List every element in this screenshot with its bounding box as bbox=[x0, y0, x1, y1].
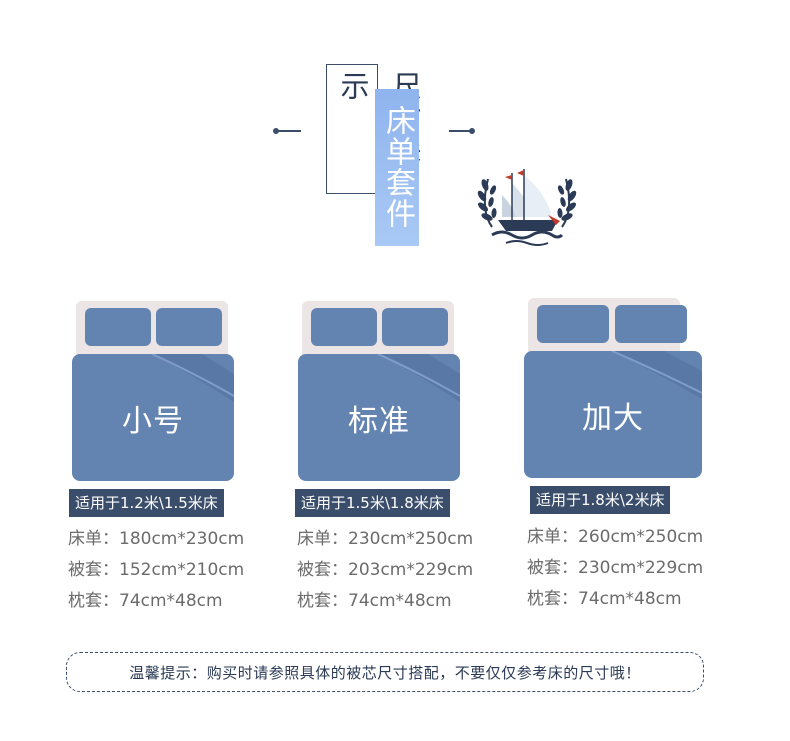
fit-badge: 适用于1.5米\1.8米床 bbox=[295, 489, 450, 517]
pillow-left bbox=[311, 308, 377, 346]
bed-standard: 标准 适用于1.5米\1.8米床 bbox=[295, 301, 464, 517]
pillow-right bbox=[615, 305, 687, 343]
size-label: 小号 bbox=[122, 403, 184, 439]
deco-line-right bbox=[449, 130, 473, 132]
blanket-fold bbox=[611, 351, 702, 399]
notice-box: 温馨提示：购买时请参照具体的被芯尺寸搭配，不要仅仅参考床的尺寸哦！ bbox=[66, 652, 704, 692]
spec-list-small: 床单：180cm*230cm 被套：152cm*210cm 枕套：74cm*48… bbox=[68, 524, 244, 617]
spec-duvet: 被套：152cm*210cm bbox=[68, 560, 245, 580]
pillow-left bbox=[537, 305, 609, 343]
spec-duvet: 被套：203cm*229cm bbox=[297, 560, 474, 580]
title-box-main: 尺寸展示 bbox=[326, 64, 422, 194]
pillow-left bbox=[85, 308, 151, 346]
spec-pillowcase: 枕套：74cm*48cm bbox=[527, 589, 682, 609]
spec-list-standard: 床单：230cm*250cm 被套：203cm*229cm 枕套：74cm*48… bbox=[297, 524, 473, 617]
title-sub: 床单套件 bbox=[380, 105, 415, 229]
pillow-right bbox=[156, 308, 222, 346]
deco-dot-right bbox=[469, 128, 475, 134]
deco-dot-left bbox=[273, 128, 279, 134]
spec-sheet: 床单：180cm*230cm bbox=[68, 529, 245, 549]
spec-duvet: 被套：230cm*229cm bbox=[527, 558, 704, 578]
spec-sheet: 床单：260cm*250cm bbox=[527, 527, 704, 547]
bed-large: 加大 适用于1.8米\2米床 bbox=[524, 298, 702, 514]
blanket-fold bbox=[377, 354, 460, 402]
spec-pillowcase: 枕套：74cm*48cm bbox=[297, 591, 452, 611]
sailing-ship-laurel-icon bbox=[477, 169, 577, 246]
notice-text: 温馨提示：购买时请参照具体的被芯尺寸搭配，不要仅仅参考床的尺寸哦！ bbox=[129, 663, 641, 682]
spec-pillowcase: 枕套：74cm*48cm bbox=[68, 591, 223, 611]
spec-list-large: 床单：260cm*250cm 被套：230cm*229cm 枕套：74cm*48… bbox=[527, 522, 703, 615]
fit-badge: 适用于1.2米\1.5米床 bbox=[69, 489, 224, 517]
title-box-sub: 床单套件 bbox=[375, 89, 419, 246]
bed-small: 小号 适用于1.2米\1.5米床 bbox=[69, 301, 238, 517]
blanket-fold bbox=[151, 354, 234, 402]
spec-sheet: 床单：230cm*250cm bbox=[297, 529, 474, 549]
fit-badge: 适用于1.8米\2米床 bbox=[530, 486, 671, 514]
size-label: 标准 bbox=[348, 403, 410, 439]
size-label: 加大 bbox=[582, 400, 644, 436]
deco-line-left bbox=[277, 130, 301, 132]
pillow-right bbox=[382, 308, 448, 346]
